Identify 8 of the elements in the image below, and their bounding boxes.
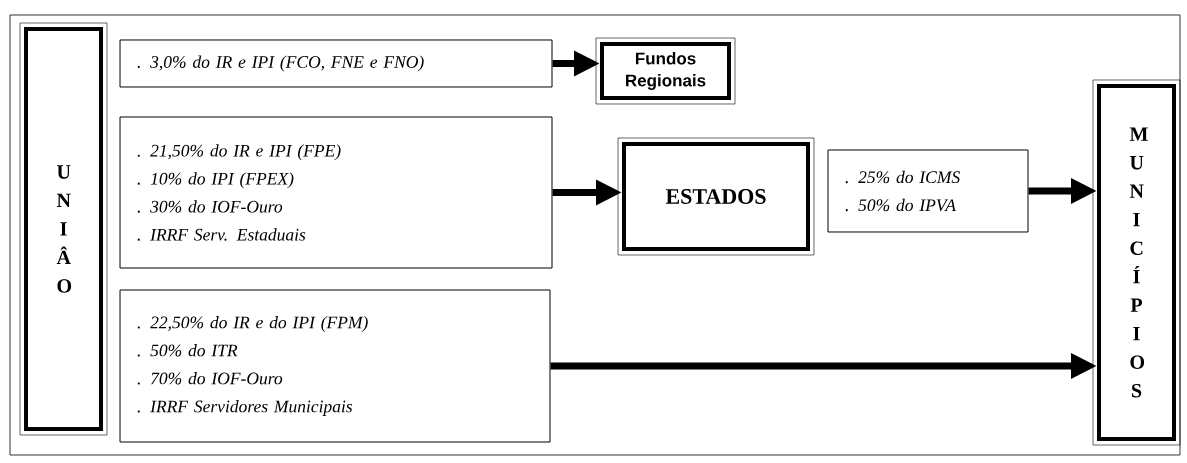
entity-box: ESTADOS <box>617 137 815 256</box>
text-box: . 25% do ICMS . 50% do IPVA <box>827 149 1029 233</box>
text-box: . 22,50% do IR e do IPI (FPM) . 50% do ITR . 70% do IOF-Ouro . IRRF Servidores Municipais <box>119 289 551 443</box>
entity-box: U N I Â O <box>19 22 108 436</box>
text-box: . 3,0% do IR e IPI (FCO, FNE e FNO) <box>119 39 553 88</box>
entity-box: Fundos Regionais <box>595 37 736 105</box>
text-box: . 21,50% do IR e IPI (FPE) . 10% do IPI (FPEX) . 30% do IOF-Ouro . IRRF Serv. Estaduais <box>119 116 553 269</box>
entity-box: M U N I C Í P I O S <box>1092 79 1181 446</box>
